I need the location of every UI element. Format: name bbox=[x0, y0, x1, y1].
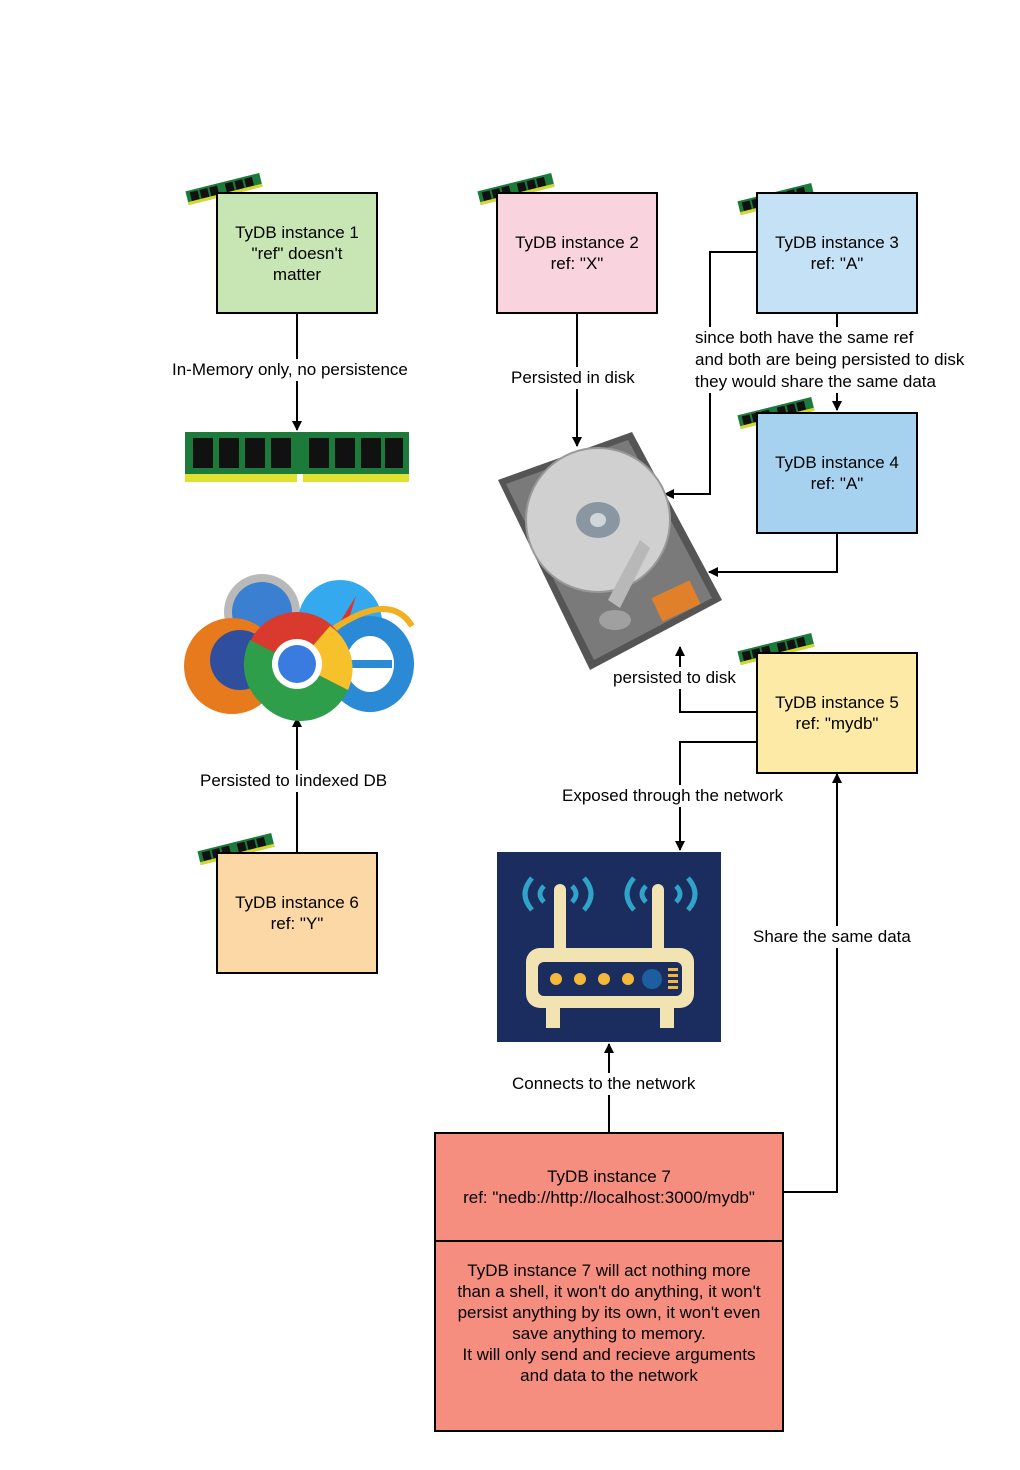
edge-label-persisted-disk: Persisted in disk bbox=[509, 367, 637, 389]
node-instance-3: TyDB instance 3 ref: "A" bbox=[756, 192, 918, 314]
edge-label-shared-ref: since both have the same ref and both ar… bbox=[693, 327, 967, 393]
edge-label-inmemory: In-Memory only, no persistence bbox=[170, 359, 410, 381]
hard-drive-icon bbox=[498, 432, 722, 670]
edge-label-indexeddb: Persisted to Iindexed DB bbox=[198, 770, 390, 792]
node-instance-7-note: TyDB instance 7 will act nothing more th… bbox=[434, 1240, 784, 1432]
router-icon bbox=[497, 852, 721, 1042]
node-instance-1: TyDB instance 1 "ref" doesn't matter bbox=[216, 192, 378, 314]
edge-label-connects: Connects to the network bbox=[510, 1073, 698, 1095]
edge-inst5-router bbox=[675, 741, 757, 851]
node-instance-7: TyDB instance 7 ref: "nedb://http://loca… bbox=[434, 1132, 784, 1242]
edge-inst4-disk bbox=[708, 532, 838, 577]
edge-label-persisted-to-disk: persisted to disk bbox=[611, 667, 738, 689]
node-instance-2: TyDB instance 2 ref: "X" bbox=[496, 192, 658, 314]
node-instance-4: TyDB instance 4 ref: "A" bbox=[756, 412, 918, 534]
node-instance-5: TyDB instance 5 ref: "mydb" bbox=[756, 652, 918, 774]
edge-inst7-inst5 bbox=[783, 773, 842, 1193]
edge-label-exposed: Exposed through the network bbox=[560, 785, 786, 807]
browsers-icon bbox=[184, 574, 415, 721]
ram-icon bbox=[185, 432, 409, 482]
edge-label-share-same: Share the same data bbox=[751, 926, 913, 948]
node-instance-6: TyDB instance 6 ref: "Y" bbox=[216, 852, 378, 974]
